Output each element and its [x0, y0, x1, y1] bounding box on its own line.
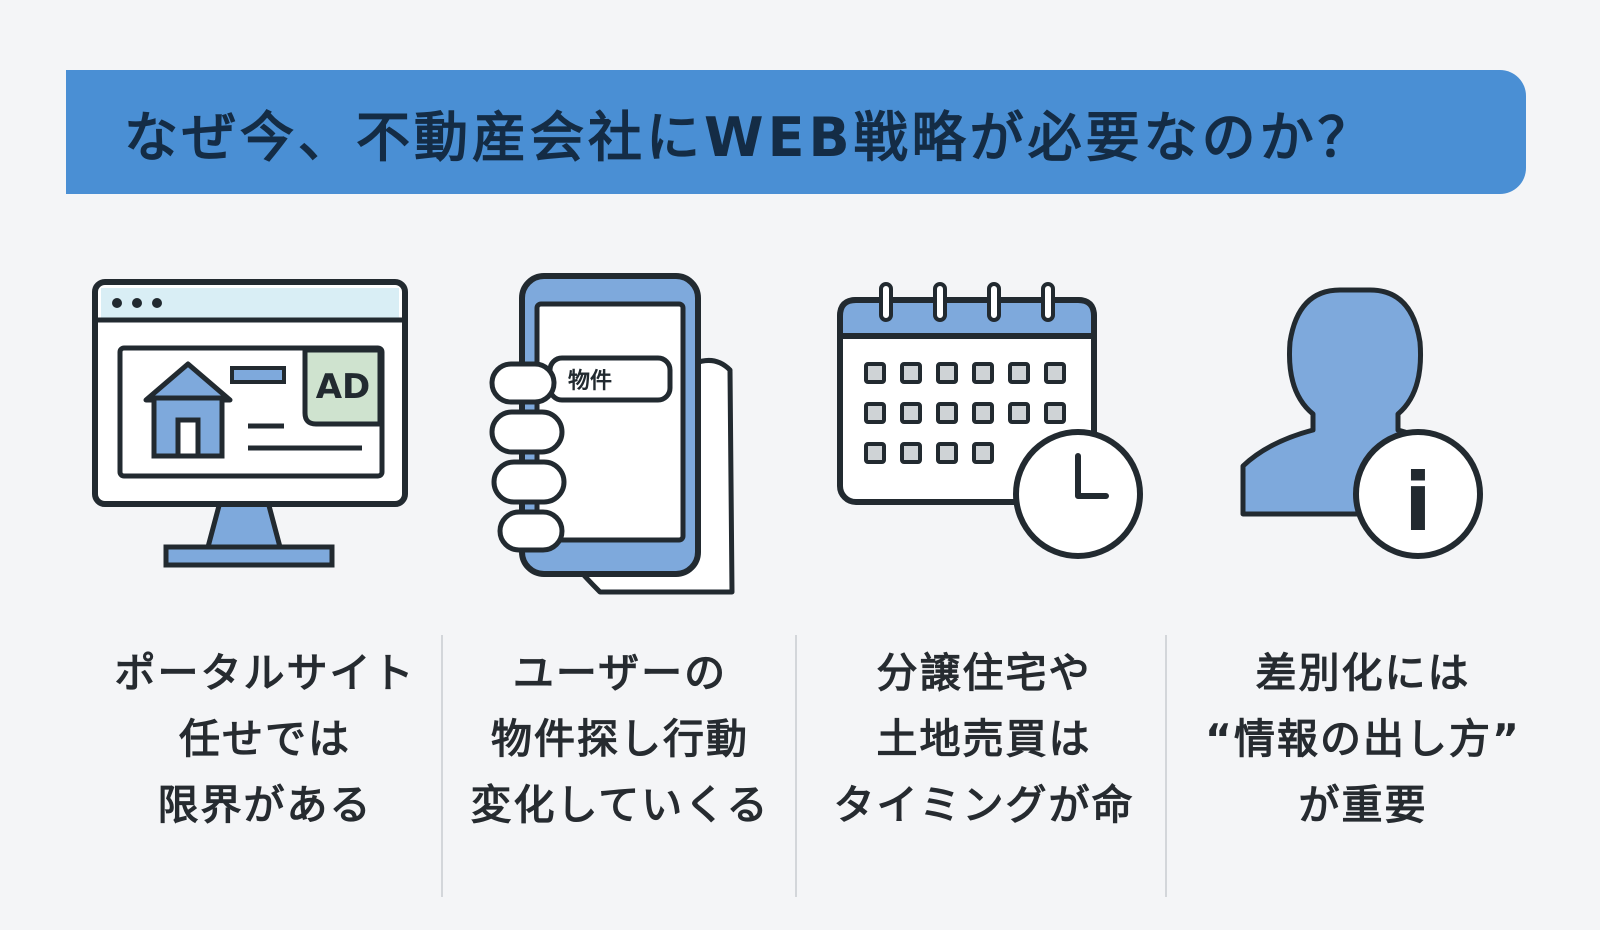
calendar-day-cell	[864, 362, 886, 384]
caption-line: 土地売買は	[876, 715, 1092, 763]
calendar-day-cell	[1044, 402, 1066, 424]
caption-line: ユーザーの	[512, 649, 728, 697]
caption-portal-limit: ポータルサイト 任せでは 限界がある	[95, 640, 435, 838]
info-glyph: i	[1404, 456, 1431, 549]
caption-line: ポータルサイト	[114, 649, 416, 697]
monitor-ad-icon: AD	[80, 262, 480, 612]
caption-differentiation: 差別化には “情報の出し方” が重要	[1193, 640, 1533, 838]
user-info-icon: i	[1198, 262, 1598, 612]
caption-line: タイミングが命	[833, 781, 1135, 829]
calendar-day-cell	[972, 442, 994, 464]
caption-timing: 分譲住宅や 土地売買は タイミングが命	[814, 640, 1154, 838]
calendar-day-cell	[1044, 362, 1066, 384]
ad-label: AD	[316, 367, 371, 407]
calendar-day-cell	[864, 402, 886, 424]
caption-line: 物件探し行動	[491, 715, 749, 763]
calendar-day-cell	[936, 442, 958, 464]
page-title: なぜ今、不動産会社にWEB戦略が必要なのか？	[124, 105, 1376, 169]
caption-line: 差別化には	[1255, 649, 1471, 697]
caption-user-behavior: ユーザーの 物件探し行動 変化していくる	[450, 640, 790, 838]
caption-line: “情報の出し方”	[1205, 715, 1521, 763]
search-text: 物件	[568, 368, 612, 394]
calendar-day-cell	[972, 362, 994, 384]
calendar-day-cell	[972, 402, 994, 424]
caption-line: 限界がある	[157, 781, 373, 829]
calendar-day-cell	[936, 362, 958, 384]
calendar-day-cell	[936, 402, 958, 424]
calendar-clock-icon	[830, 262, 1230, 612]
caption-line: 変化していくる	[470, 781, 770, 829]
calendar-day-cell	[900, 362, 922, 384]
column-divider	[795, 635, 797, 897]
caption-line: 分譲住宅や	[876, 649, 1092, 697]
calendar-day-cell	[1008, 362, 1030, 384]
calendar-day-cell	[900, 442, 922, 464]
caption-line: が重要	[1298, 781, 1428, 829]
column-divider	[441, 635, 443, 897]
caption-line: 任せでは	[179, 715, 351, 763]
column-divider	[1165, 635, 1167, 897]
calendar-day-cell	[900, 402, 922, 424]
smartphone-search-icon: 物件	[440, 262, 840, 612]
title-banner: なぜ今、不動産会社にWEB戦略が必要なのか？	[66, 70, 1526, 194]
calendar-day-cell	[1008, 402, 1030, 424]
calendar-day-cell	[864, 442, 886, 464]
